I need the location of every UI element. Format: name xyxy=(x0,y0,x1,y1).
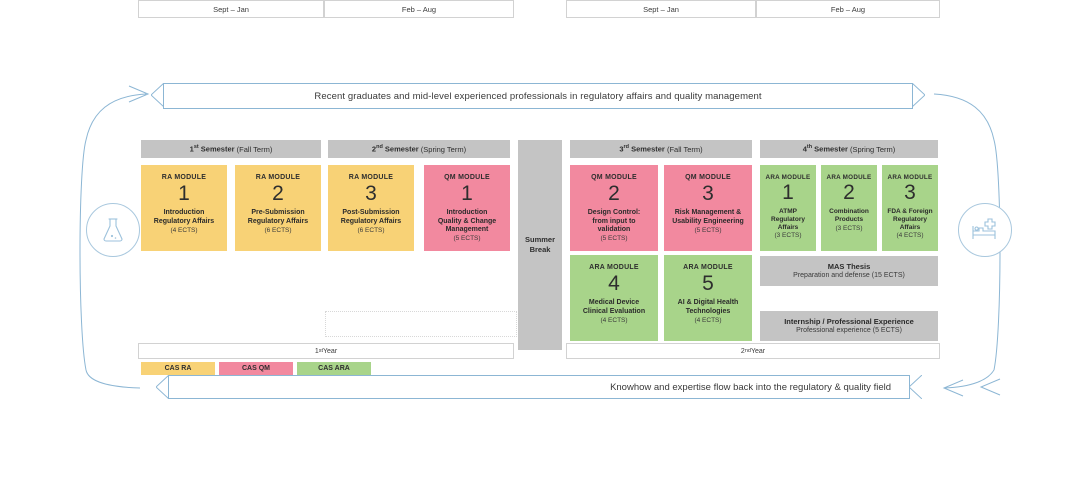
module-ects: (4 ECTS) xyxy=(170,226,198,234)
module-ects: (5 ECTS) xyxy=(600,235,628,242)
module-number: 3 xyxy=(365,182,377,206)
module-ects: (4 ECTS) xyxy=(694,316,722,324)
module-ects: (5 ECTS) xyxy=(694,226,722,234)
semester-bar-3: 3rd Semester (Fall Term) xyxy=(570,140,752,158)
module-number: 2 xyxy=(843,181,855,205)
module-kind: ARA MODULE xyxy=(683,264,733,271)
chevron-left-decor xyxy=(156,375,169,399)
chevron-left-decor xyxy=(151,83,164,107)
mas-thesis-box[interactable]: MAS Thesis Preparation and defense (15 E… xyxy=(760,256,938,286)
legend-cas-ara[interactable]: CAS ARA xyxy=(297,362,371,375)
internship-subtitle: Professional experience (5 ECTS) xyxy=(796,327,902,335)
module-kind: QM MODULE xyxy=(444,174,490,181)
chevron-right-decor xyxy=(912,83,925,107)
module-number: 1 xyxy=(461,182,473,206)
module-title: Risk Management &Usability Engineering xyxy=(672,209,744,225)
period-header-3: Sept – Jan xyxy=(566,0,756,18)
legend-cas-ra[interactable]: CAS RA xyxy=(141,362,215,375)
module-kind: QM MODULE xyxy=(685,174,731,181)
target-audience-banner: Recent graduates and mid-level experienc… xyxy=(151,83,925,109)
hospital-bed-icon xyxy=(958,203,1012,257)
mas-thesis-subtitle: Preparation and defense (15 ECTS) xyxy=(793,272,905,280)
module-number: 3 xyxy=(702,182,714,206)
module-ects: (5 ECTS) xyxy=(453,235,481,242)
internship-box[interactable]: Internship / Professional Experience Pro… xyxy=(760,311,938,341)
module-kind: ARA MODULE xyxy=(887,174,933,181)
chevron-right-decor xyxy=(909,375,922,399)
banner-bottom-text: Knowhow and expertise flow back into the… xyxy=(610,381,891,393)
module-number: 4 xyxy=(608,272,620,296)
period-header-1: Sept – Jan xyxy=(138,0,324,18)
module-kind: RA MODULE xyxy=(161,174,207,181)
module-number: 1 xyxy=(782,181,794,205)
module-tile-qm-2[interactable]: QM MODULE 2 Design Control:from input to… xyxy=(570,165,658,251)
banner-top-text: Recent graduates and mid-level experienc… xyxy=(314,90,762,102)
module-kind: RA MODULE xyxy=(348,174,394,181)
module-ects: (3 ECTS) xyxy=(835,224,863,232)
semester-bar-4: 4th Semester (Spring Term) xyxy=(760,140,938,158)
module-number: 3 xyxy=(904,181,916,205)
module-kind: QM MODULE xyxy=(591,174,637,181)
semester-bar-1: 1st Semester (Fall Term) xyxy=(141,140,321,158)
module-number: 1 xyxy=(178,182,190,206)
module-kind: ARA MODULE xyxy=(589,264,639,271)
module-kind: ARA MODULE xyxy=(765,174,811,181)
module-tile-qm-3[interactable]: QM MODULE 3 Risk Management &Usability E… xyxy=(664,165,752,251)
lab-flask-icon xyxy=(86,203,140,257)
module-ects: (4 ECTS) xyxy=(600,316,628,324)
mas-thesis-title: MAS Thesis xyxy=(827,261,871,271)
module-number: 5 xyxy=(702,272,714,296)
semester-bar-2: 2nd Semester (Spring Term) xyxy=(328,140,510,158)
module-number: 2 xyxy=(608,182,620,206)
module-ects: (6 ECTS) xyxy=(357,226,385,234)
period-header-2: Feb – Aug xyxy=(324,0,514,18)
module-ects: (6 ECTS) xyxy=(264,226,292,234)
knowhow-flowback-banner: Knowhow and expertise flow back into the… xyxy=(156,375,922,399)
module-kind: RA MODULE xyxy=(255,174,301,181)
module-number: 2 xyxy=(272,182,284,206)
empty-placeholder-box xyxy=(325,311,517,337)
module-ects: (3 ECTS) xyxy=(774,232,802,240)
internship-title: Internship / Professional Experience xyxy=(784,316,914,326)
legend-cas-qm[interactable]: CAS QM xyxy=(219,362,293,375)
module-kind: ARA MODULE xyxy=(826,174,872,181)
module-ects: (4 ECTS) xyxy=(896,232,924,240)
period-header-4: Feb – Aug xyxy=(756,0,940,18)
